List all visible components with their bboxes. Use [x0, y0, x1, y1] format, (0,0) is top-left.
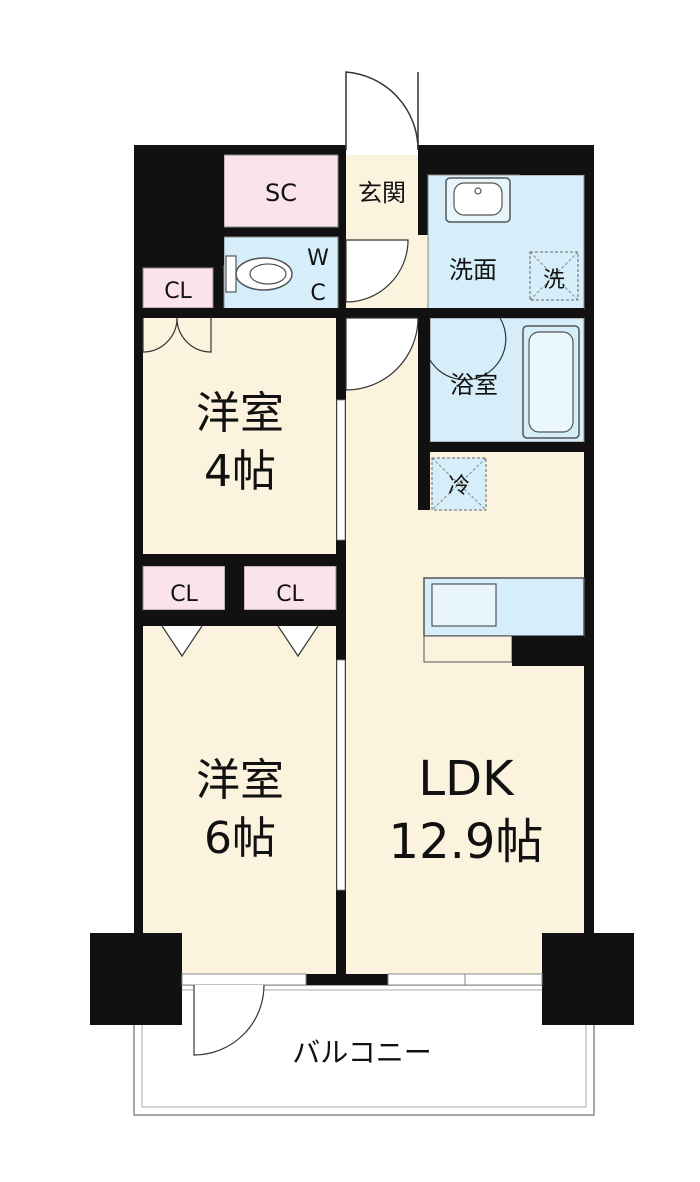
wall-wet-left [418, 310, 430, 510]
label-cl-mid-right: CL [276, 582, 304, 607]
pillar-top-left [134, 145, 224, 265]
wc-door-swing [345, 239, 409, 303]
label-balcony: バルコニー [292, 1036, 431, 1069]
cl-mid-door-left [161, 625, 203, 658]
cl-top-storage [142, 267, 214, 309]
label-reizoko: 冷 [448, 474, 470, 499]
wall-top-band [143, 308, 584, 318]
kitchen-pillar [512, 636, 584, 666]
wall-yoshitsu-divider [143, 554, 346, 566]
sliding-door-upper [336, 399, 346, 541]
room-yoshitsu-4 [143, 318, 336, 554]
balcony-inner-line [141, 989, 587, 1108]
bathtub-inner [528, 331, 574, 433]
wall-wet-bottom [430, 442, 584, 452]
pillar-bottom-right [542, 933, 634, 1025]
sliding-door-lower [336, 659, 346, 891]
room-ldk [346, 452, 584, 974]
label-wc-w: W [307, 246, 329, 271]
sc-storage [223, 154, 339, 228]
label-cl-mid-left: CL [170, 582, 198, 607]
pillar-bottom-left [90, 933, 182, 1025]
sink-drain [474, 187, 482, 195]
label-ldk-name: LDK [418, 751, 515, 807]
washer-cross-b [529, 251, 579, 301]
label-genkan: 玄関 [358, 179, 406, 207]
label-yoshitsu1-name: 洋室 [196, 388, 284, 439]
label-yoshitsu2-size: 6帖 [204, 813, 276, 864]
cl-top-door-swing [142, 317, 212, 353]
reizoko-cross-b [431, 457, 487, 511]
wall-right-notch [520, 155, 584, 175]
sink-basin [453, 182, 503, 216]
cl-mid-door-right [277, 625, 319, 658]
washer-cross-a [529, 251, 579, 301]
room-genkan [346, 155, 418, 235]
label-yoshitsu1-size: 4帖 [204, 446, 276, 497]
window-yoshitsu6 [181, 973, 307, 986]
toilet-seat [249, 263, 287, 285]
label-yokushitsu: 浴室 [450, 371, 498, 399]
label-wc-c: C [310, 281, 325, 306]
kitchen-back-panel [423, 635, 513, 663]
label-cl-top: CL [164, 279, 192, 304]
label-sc: SC [265, 179, 297, 207]
label-yoshitsu2-name: 洋室 [196, 755, 284, 806]
label-ldk-size: 12.9帖 [389, 814, 544, 870]
wall-cl-divider [225, 566, 244, 610]
entry-door-swing [345, 71, 419, 151]
kitchen-sink-icon [431, 583, 497, 627]
yoshitsu4-door-swing [345, 317, 419, 391]
bath-door-swing [429, 317, 507, 381]
room-yoshitsu-6 [143, 626, 336, 974]
balcony-door-swing [193, 984, 265, 1056]
toilet-tank [225, 255, 237, 293]
label-sentaku: 洗 [543, 268, 565, 293]
wall-cl-bottom [143, 610, 346, 626]
label-senmen: 洗面 [449, 256, 497, 284]
